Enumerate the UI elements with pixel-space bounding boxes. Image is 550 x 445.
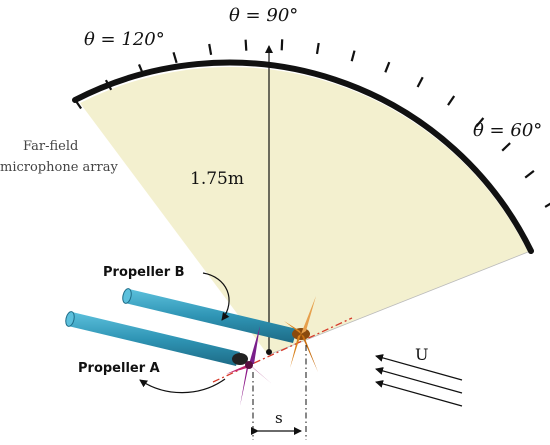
- array-label-line1: Far-field: [23, 139, 78, 154]
- freestream-arrows: [375, 354, 463, 407]
- far-field-sector: [80, 67, 528, 356]
- microphone-tick: [244, 39, 248, 51]
- spacing-label: s: [275, 409, 283, 427]
- microphone-tick: [350, 50, 356, 62]
- nacelle-propeller-a: [65, 311, 240, 366]
- microphone-ticks: [73, 39, 550, 208]
- microphone-arc: [72, 59, 534, 254]
- array-label-line2: microphone array: [0, 160, 118, 175]
- microphone-tick: [524, 170, 535, 179]
- propeller-axis-line: [212, 317, 353, 383]
- rotation-arrow-a: [139, 378, 226, 394]
- rotation-arrow-b: [202, 272, 230, 321]
- angle-label-90: θ = 90°: [229, 5, 298, 26]
- microphone-tick: [172, 51, 178, 64]
- propeller-b-label: Propeller B: [103, 265, 185, 280]
- nacelle-propeller-b: [122, 288, 297, 343]
- microphone-tick: [315, 42, 320, 55]
- microphone-tick: [475, 117, 485, 128]
- microphone-tick: [544, 202, 550, 208]
- sector-edge-right: [267, 251, 529, 356]
- microphone-tick: [501, 142, 511, 152]
- angle-label-120: θ = 120°: [84, 29, 165, 50]
- microphone-tick: [208, 43, 213, 55]
- angle-label-60: θ = 60°: [473, 120, 542, 141]
- center-point: [266, 349, 272, 355]
- propeller-b: [284, 296, 318, 372]
- radius-label: 1.75m: [190, 169, 244, 189]
- propeller-a: [226, 326, 272, 406]
- propeller-a-label: Propeller A: [78, 361, 160, 376]
- microphone-tick: [137, 63, 145, 75]
- microphone-tick: [104, 79, 113, 91]
- microphone-tick: [73, 98, 83, 110]
- microphone-tick: [447, 95, 456, 106]
- microphone-tick: [416, 76, 424, 88]
- freestream-label: U: [415, 345, 428, 364]
- microphone-tick: [384, 61, 391, 73]
- microphone-tick: [280, 39, 284, 51]
